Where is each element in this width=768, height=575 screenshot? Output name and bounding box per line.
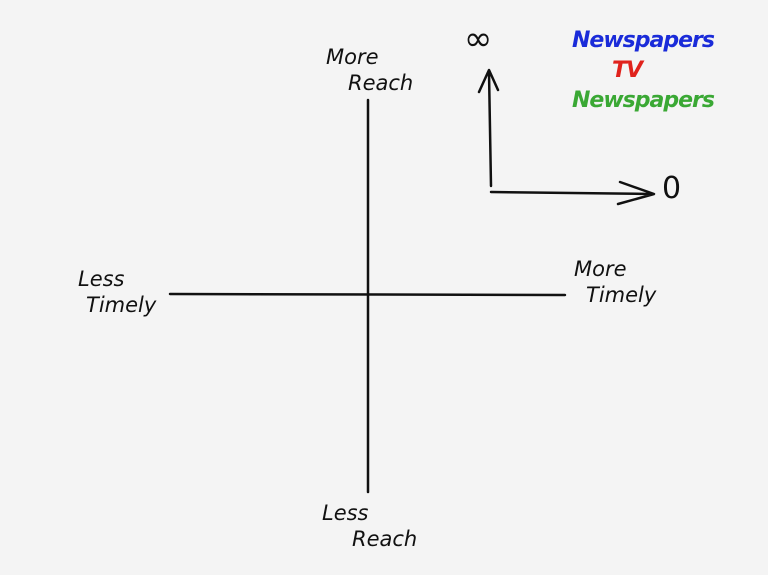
label-line: Timely xyxy=(86,293,157,317)
label-less-timely: Less Timely xyxy=(78,266,156,318)
zero-label: 0 xyxy=(662,171,682,206)
up-arrow xyxy=(477,68,500,188)
label-line: Timely xyxy=(586,283,657,307)
legend-item-newspapers: Newspapers xyxy=(572,28,715,53)
label-line: More xyxy=(574,257,627,281)
right-arrow xyxy=(489,180,656,206)
legend-item-newspapers-green: Newspapers xyxy=(572,88,715,113)
label-less-reach: Less Reach xyxy=(322,500,417,552)
label-more-reach: More Reach xyxy=(326,44,413,96)
label-line: Less xyxy=(78,267,125,291)
legend-item-tv: TV xyxy=(612,58,643,83)
infinity-label: ∞ xyxy=(464,19,493,59)
label-line: Reach xyxy=(352,527,418,551)
label-line: Reach xyxy=(348,71,414,95)
label-line: More xyxy=(326,45,379,69)
label-line: Less xyxy=(322,501,369,525)
label-more-timely: More Timely xyxy=(574,256,656,308)
horizontal-axis xyxy=(168,292,567,297)
